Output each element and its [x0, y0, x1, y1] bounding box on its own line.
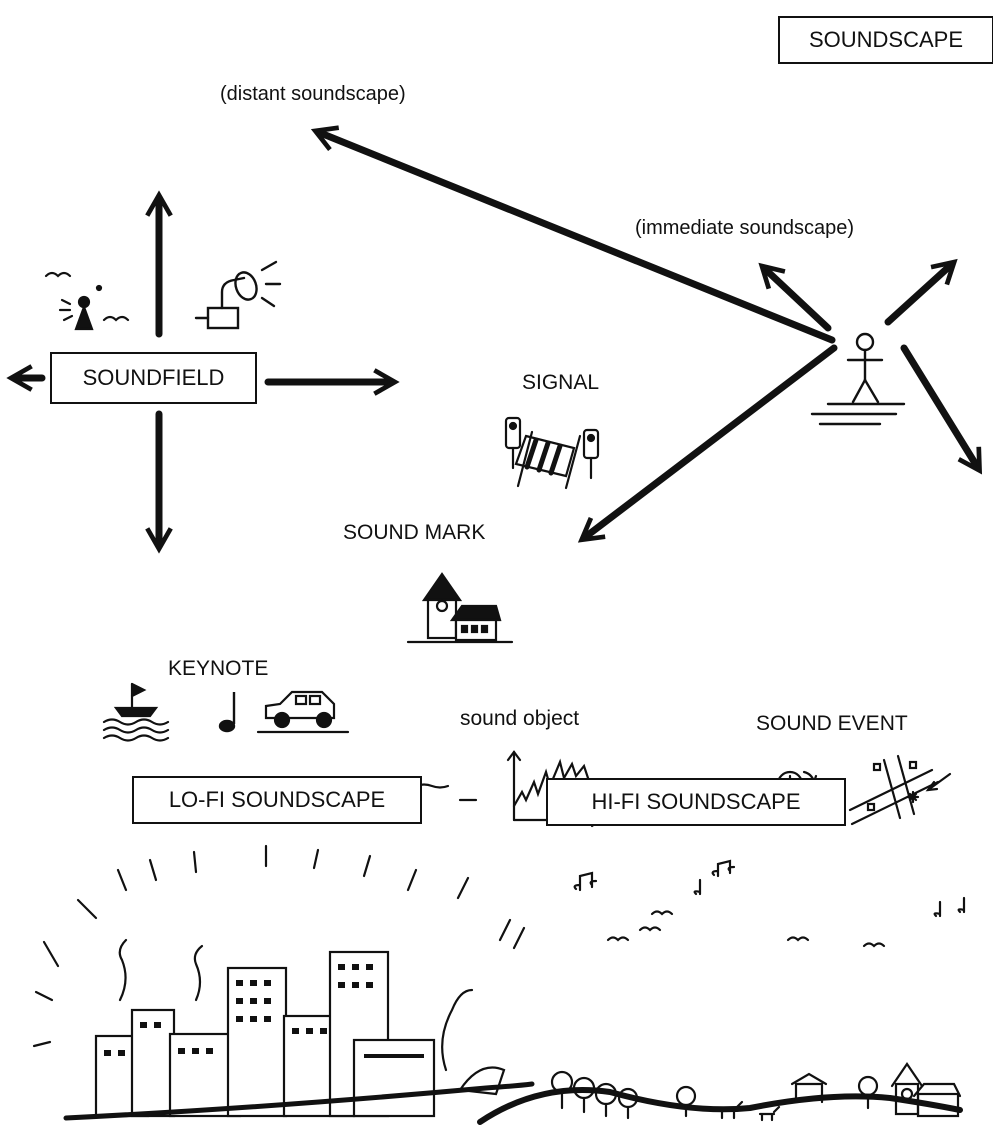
singer-with-birds-icon — [44, 271, 130, 331]
arrow-distant — [310, 125, 836, 344]
keynote-label: KEYNOTE — [168, 657, 269, 680]
car-icon — [256, 690, 350, 734]
quiet-village-icon — [477, 859, 966, 1125]
traffic-light-crosswalk-icon — [504, 416, 600, 490]
soundfield-box: SOUNDFIELD — [50, 352, 257, 404]
street-intersection-icon — [848, 754, 952, 826]
hifi-soundscape-label: HI-FI SOUNDSCAPE — [591, 789, 801, 814]
sound-mark-label: SOUND MARK — [343, 521, 486, 544]
sound-object-label: sound object — [460, 707, 580, 730]
soundscape-box: SOUNDSCAPE — [778, 16, 993, 64]
immediate-soundscape-label: (immediate soundscape) — [635, 217, 854, 239]
arrow-to-sound-mark — [577, 344, 838, 543]
sound-event-label: SOUND EVENT — [756, 712, 908, 735]
distant-soundscape-label: (distant soundscape) — [220, 83, 406, 105]
arrow-immediate-right — [884, 258, 958, 326]
signal-label: SIGNAL — [522, 371, 600, 394]
sailboat-waves-icon — [102, 682, 170, 742]
arrow-immediate-left — [758, 262, 832, 332]
lofi-soundscape-box: LO-FI SOUNDSCAPE — [132, 776, 422, 824]
lofi-soundscape-label: LO-FI SOUNDSCAPE — [168, 787, 386, 812]
music-note-icon — [218, 692, 236, 733]
stick-figure-listener-icon — [810, 332, 906, 426]
hifi-soundscape-box: HI-FI SOUNDSCAPE — [546, 778, 846, 826]
church-tower-icon — [406, 572, 514, 644]
noisy-city-icon — [32, 844, 535, 1121]
soundscape-label: SOUNDSCAPE — [808, 27, 964, 52]
loudspeaker-icon — [194, 260, 282, 330]
soundfield-label: SOUNDFIELD — [82, 365, 225, 390]
arrow-right-down — [900, 344, 983, 475]
